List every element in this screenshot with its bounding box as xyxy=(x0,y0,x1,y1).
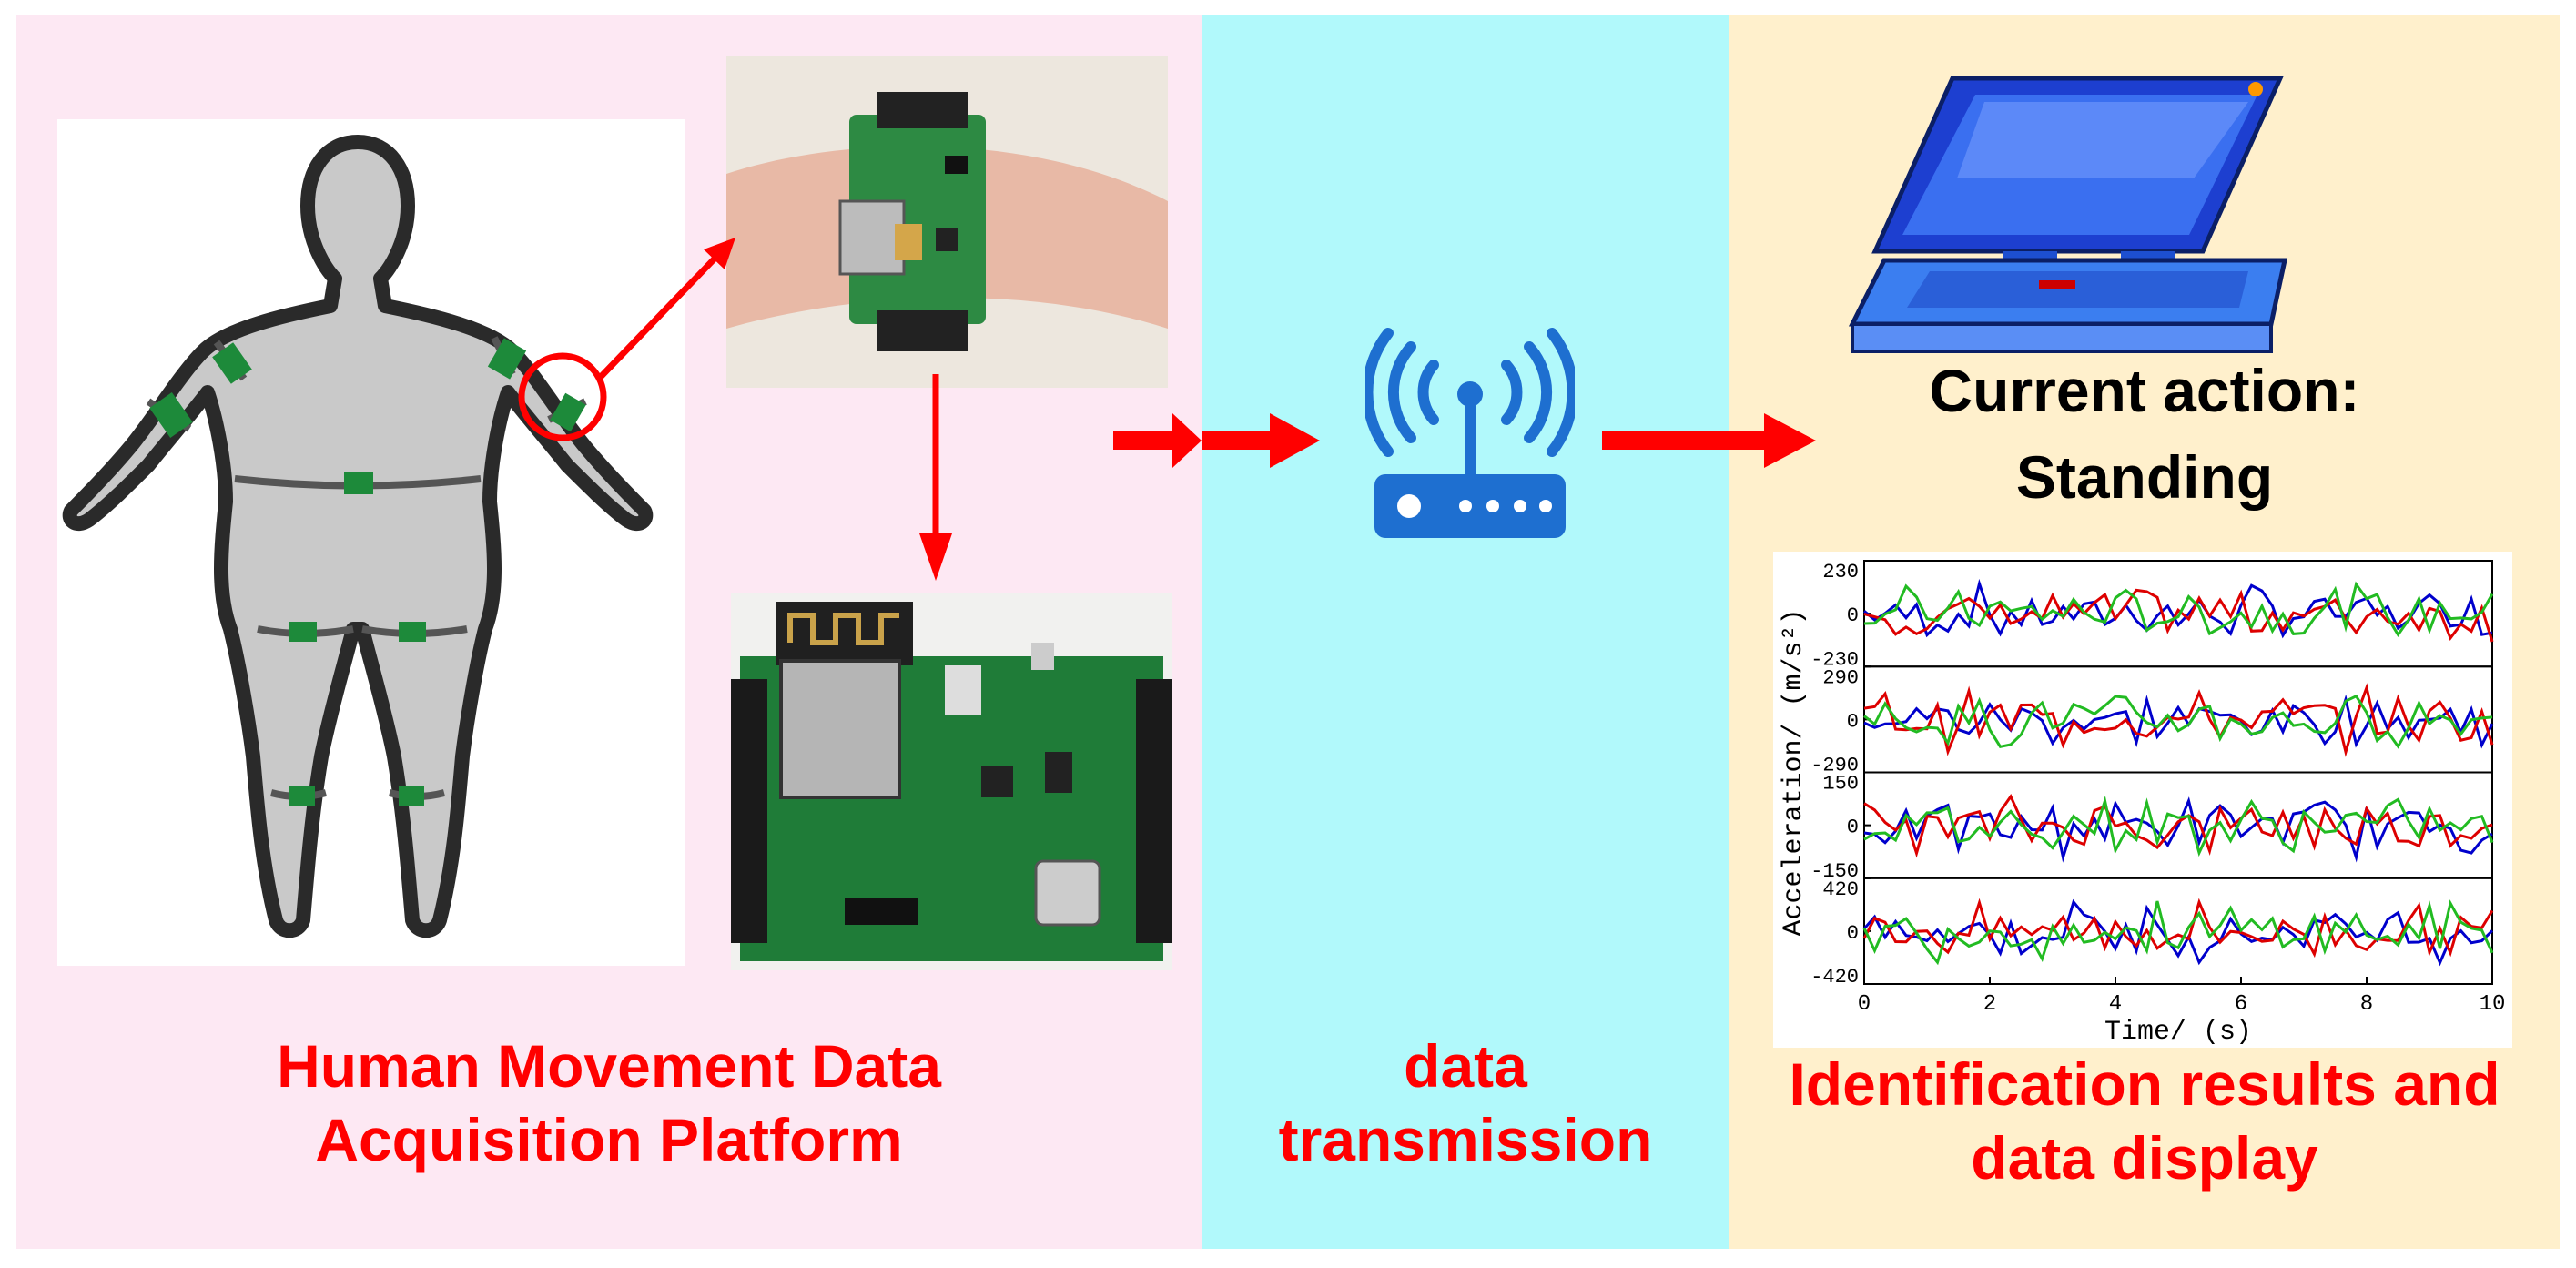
y-tick-label: 230 xyxy=(1822,561,1859,583)
transmission-panel: data transmission xyxy=(1202,15,1729,1249)
sensor-markers xyxy=(149,338,586,806)
wrist-device-photo xyxy=(726,56,1168,388)
current-action-label: Current action: xyxy=(1929,357,2360,424)
y-tick-label: 0 xyxy=(1847,710,1859,733)
acquisition-caption-line2: Acquisition Platform xyxy=(315,1105,903,1173)
results-caption-line1: Identification results and xyxy=(1789,1050,2500,1118)
series-line xyxy=(1863,795,2494,857)
y-tick-label: -150 xyxy=(1810,860,1859,883)
arrow-into-transmission xyxy=(1202,413,1320,468)
transmission-caption: data transmission xyxy=(1202,1030,1729,1176)
transmission-caption-line1: data xyxy=(1404,1032,1527,1100)
x-tick-label: 4 xyxy=(2109,992,2122,1017)
series-line xyxy=(1863,793,2493,858)
human-body-figure xyxy=(57,119,685,966)
results-caption: Identification results and data display xyxy=(1729,1048,2560,1194)
series-line xyxy=(1863,588,2494,643)
wrist-highlight-circle xyxy=(518,352,607,441)
y-tick-label: -420 xyxy=(1810,966,1859,989)
series-line xyxy=(1863,694,2493,749)
y-tick-label: -290 xyxy=(1810,755,1859,777)
y-tick-label: 290 xyxy=(1822,666,1859,689)
y-tick-label: 0 xyxy=(1847,922,1859,945)
y-tick-label: 0 xyxy=(1847,817,1859,839)
y-tick-label: 150 xyxy=(1822,773,1859,796)
series-line xyxy=(1863,578,2493,639)
arrow-into-results xyxy=(1729,413,1816,468)
circuit-board-photo xyxy=(731,593,1172,970)
y-tick-label: 420 xyxy=(1822,878,1859,901)
router-icon xyxy=(1365,328,1575,538)
x-tick-label: 0 xyxy=(1858,992,1871,1017)
acquisition-caption: Human Movement Data Acquisition Platform xyxy=(16,1030,1202,1176)
results-caption-line2: data display xyxy=(1971,1123,2318,1192)
acquisition-caption-line1: Human Movement Data xyxy=(277,1032,941,1100)
arrow-out-transmission xyxy=(1602,431,1729,450)
series-line xyxy=(1862,898,2494,959)
series-line xyxy=(1862,899,2494,966)
body-silhouette xyxy=(62,135,654,938)
acquisition-panel: Human Movement Data Acquisition Platform xyxy=(16,15,1202,1249)
x-tick-label: 8 xyxy=(2360,992,2373,1017)
series-line xyxy=(1863,581,2494,638)
transmission-caption-line2: transmission xyxy=(1278,1105,1653,1173)
y-tick-label: 0 xyxy=(1847,604,1859,627)
x-tick-label: 6 xyxy=(2235,992,2247,1017)
laptop-icon xyxy=(1848,76,2288,353)
current-action-value: Standing xyxy=(2015,443,2274,511)
x-axis-label: Time/ (s) xyxy=(2104,1017,2252,1048)
series-line xyxy=(1863,796,2493,863)
y-axis-label: Acceleration/ (m/s²) xyxy=(1779,608,1810,936)
series-line xyxy=(1862,898,2494,967)
x-tick-label: 2 xyxy=(1983,992,1996,1017)
flow-arrows-left xyxy=(596,238,1202,581)
x-tick-label: 10 xyxy=(2480,992,2506,1017)
y-tick-label: -230 xyxy=(1810,648,1859,671)
